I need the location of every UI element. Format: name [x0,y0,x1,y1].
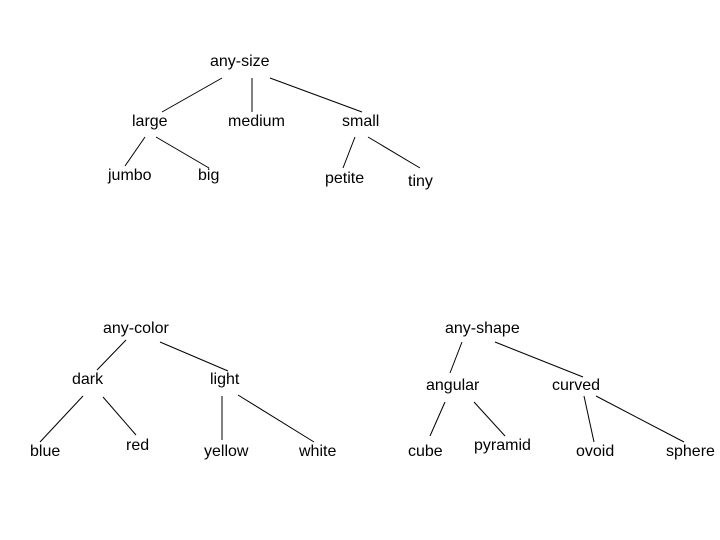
node-petite: petite [325,170,364,187]
edge-small-tiny [367,136,421,169]
node-large: large [132,113,168,130]
edge-large-jumbo [124,136,146,167]
edge-angular-cube [429,401,446,437]
edge-large-big [155,136,210,169]
node-pyramid: pyramid [474,437,531,454]
node-light: light [210,371,240,388]
node-jumbo: jumbo [107,167,152,184]
node-sphere: sphere [666,443,715,460]
size-tree: any-size large medium small jumbo big pe… [107,53,433,190]
node-blue: blue [30,443,60,460]
edge-any-color-dark [96,339,127,371]
edge-any-shape-curved [494,341,584,378]
edge-small-petite [342,136,356,169]
node-white: white [298,443,336,460]
edge-dark-blue [39,395,84,443]
edge-any-shape-angular [449,341,463,374]
node-big: big [198,167,219,184]
node-red: red [126,437,149,454]
node-any-color: any-color [103,320,169,337]
edge-any-color-light [159,341,229,372]
node-tiny: tiny [408,173,433,190]
node-cube: cube [408,443,443,460]
shape-tree: any-shape angular curved cube pyramid ov… [408,320,715,460]
edge-curved-sphere [595,395,685,443]
node-dark: dark [72,371,104,388]
node-any-shape: any-shape [445,320,520,337]
node-ovoid: ovoid [576,443,614,460]
node-curved: curved [552,377,600,394]
node-angular: angular [426,377,480,394]
node-medium: medium [228,113,285,130]
color-tree: any-color dark light blue red yellow whi… [30,320,336,460]
node-yellow: yellow [204,443,249,460]
node-small: small [342,113,379,130]
edge-light-white [237,394,315,443]
edge-any-size-small [269,77,363,113]
edge-angular-pyramid [473,401,506,437]
node-any-size: any-size [210,53,270,70]
edge-dark-red [102,396,137,436]
edge-curved-ovoid [583,395,595,443]
edge-any-size-large [161,77,223,113]
